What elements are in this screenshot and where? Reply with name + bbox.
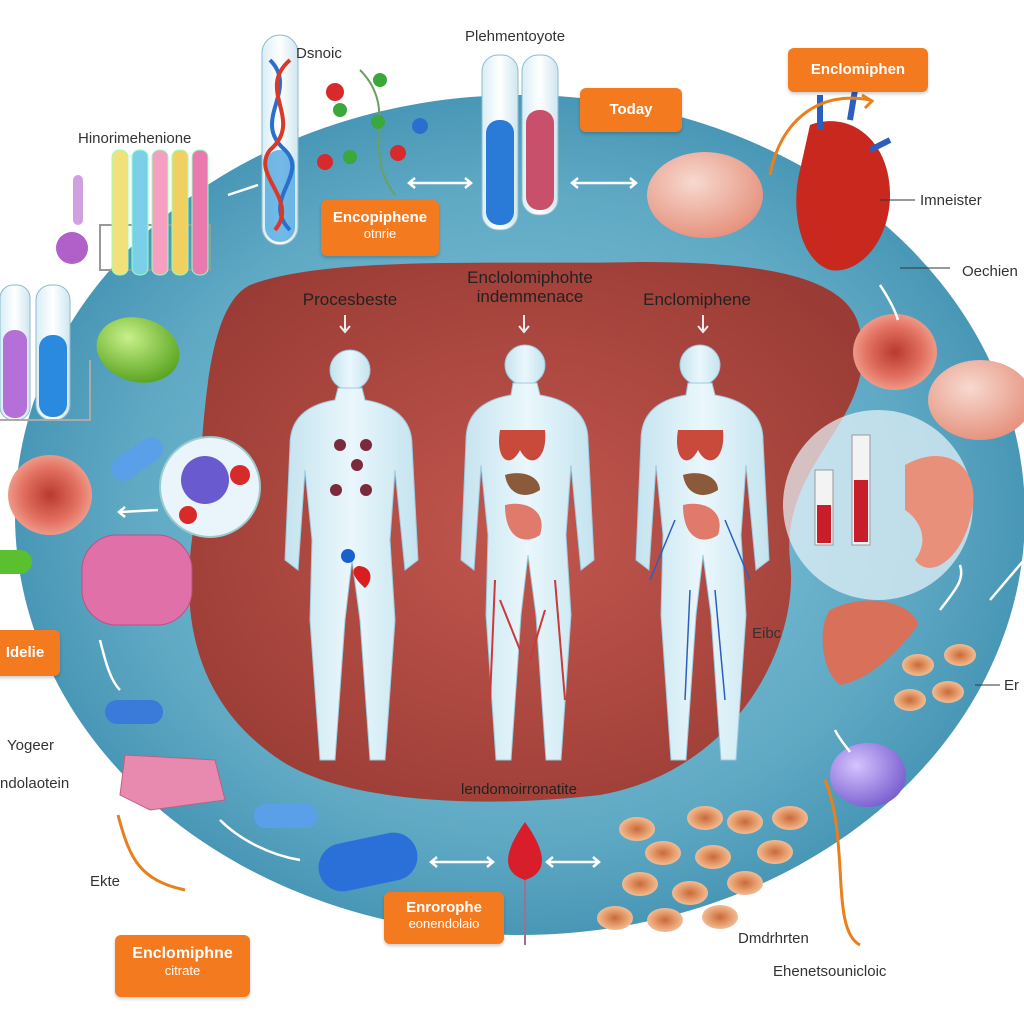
molecules bbox=[317, 69, 428, 196]
badge-enrorophe: Enrorophe eonendolaio bbox=[384, 892, 504, 944]
tissue-block bbox=[81, 534, 193, 626]
inner-title-right: Enclomiphene bbox=[643, 290, 751, 309]
label-plehementoyote: Plehmentoyote bbox=[465, 28, 566, 45]
human-figure-3 bbox=[635, 344, 770, 761]
badge-enrorophe-line2: eonendolaio bbox=[408, 916, 480, 931]
inner-title-left: Procesbeste bbox=[302, 290, 398, 309]
badge-enclomiphen: Enclomiphen bbox=[788, 48, 928, 92]
badge-today: Today bbox=[580, 88, 682, 132]
label-dmdrhrten: Dmdrhrten bbox=[738, 930, 809, 947]
human-figure-2 bbox=[460, 344, 595, 761]
label-ekte: Ekte bbox=[90, 873, 121, 890]
hex-tissue bbox=[119, 754, 226, 811]
green-pill bbox=[96, 317, 180, 383]
inner-bottom-label: lendomoirronatite bbox=[461, 781, 577, 798]
tissue-disc-top bbox=[647, 152, 763, 238]
rbc-left bbox=[8, 455, 92, 535]
badge-enclomiphne-citrate: Enclomiphne citrate bbox=[115, 935, 250, 997]
badge-idelie: Idelie bbox=[0, 630, 60, 676]
blood-tubes bbox=[481, 54, 559, 231]
inner-title-mid: Enclolomiphohte indemmenace bbox=[467, 268, 593, 306]
label-disnoic: Dsnoic bbox=[296, 45, 342, 62]
dna-tube bbox=[261, 34, 299, 246]
badge-enrorophe-line1: Enrorophe bbox=[406, 899, 482, 916]
blue-capsule-small bbox=[254, 804, 318, 828]
badge-idelie-text: Idelie bbox=[5, 644, 45, 661]
bean-cluster bbox=[597, 806, 808, 932]
badge-enclomiphne-line1: Enclomiphne bbox=[132, 945, 233, 962]
label-eibc: Eibc bbox=[752, 625, 782, 642]
badge-enclomiphen-text: Enclomiphen bbox=[810, 61, 906, 78]
label-endolaotein: ndolaotein bbox=[0, 775, 70, 792]
left-tubes bbox=[0, 284, 91, 421]
label-hinorimehenione: Hinorimehenione bbox=[78, 130, 192, 147]
badge-encopiphene: Encopiphene otnrie bbox=[321, 200, 439, 256]
blood-drop bbox=[508, 822, 542, 880]
badge-enclomiphne-line2: citrate bbox=[164, 963, 201, 978]
liver-icon bbox=[822, 600, 918, 685]
label-oechiem: Oechien bbox=[962, 263, 1018, 280]
heart-icon bbox=[796, 121, 890, 271]
badge-encopiphene-line2: otnrie bbox=[363, 226, 397, 241]
badge-today-text: Today bbox=[609, 101, 653, 118]
label-yogeer: Yogeer bbox=[7, 737, 54, 754]
purple-pill bbox=[830, 743, 906, 807]
label-immeister: Imneister bbox=[920, 192, 982, 209]
label-ehenetsounicloic: Ehenetsounicloic bbox=[773, 963, 887, 980]
green-capsule-left bbox=[0, 550, 32, 574]
human-figure-1 bbox=[284, 349, 419, 761]
big-blue-capsule bbox=[318, 832, 418, 892]
label-er: Er bbox=[1004, 677, 1019, 694]
blue-capsule-mid bbox=[105, 700, 163, 724]
blue-capsule-left bbox=[111, 437, 163, 481]
bean-cluster-right bbox=[894, 644, 976, 711]
rbc-right bbox=[853, 314, 937, 390]
inner-title-mid-line2: indemmenace bbox=[476, 287, 584, 306]
tube-rack bbox=[56, 149, 211, 276]
ear-icon bbox=[905, 456, 974, 568]
badge-encopiphene-line1: Encopiphene bbox=[332, 209, 428, 226]
tissue-disc-right bbox=[928, 360, 1024, 440]
inner-title-mid-line1: Enclolomiphohte bbox=[467, 268, 593, 287]
